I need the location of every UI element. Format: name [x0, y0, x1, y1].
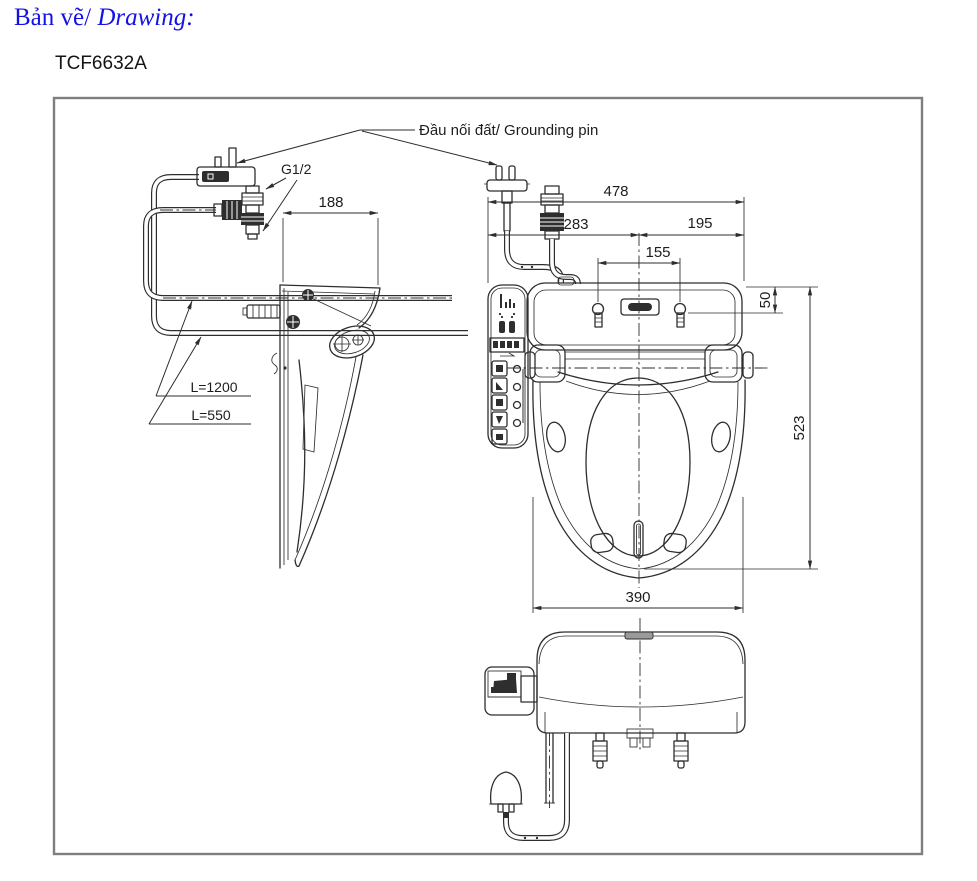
left-to-center-dim: 283 — [563, 216, 588, 233]
model-number: TCF6632A — [55, 53, 147, 74]
hose-connector-right — [673, 732, 689, 769]
dimension-283: 283 — [487, 216, 640, 238]
remote-control — [487, 284, 529, 449]
dimension-478: 478 — [487, 183, 745, 283]
spray-nozzle-icon — [498, 312, 516, 333]
dimension-523: 523 — [644, 286, 818, 570]
dimension-188: 188 — [282, 194, 379, 285]
bolt-spacing-dim: 155 — [645, 244, 670, 261]
bolt-offset-dim: 50 — [757, 292, 774, 309]
mounting-bolt-left — [591, 302, 605, 328]
hose-length-label: L=1200 — [190, 379, 237, 395]
grounding-pin-label: Đầu nối đất/ Grounding pin — [419, 122, 598, 139]
cord-length-label: L=550 — [191, 407, 231, 423]
top-view: 478 283 195 155 50 523 390 — [484, 165, 818, 613]
seat-unit-top — [524, 276, 754, 579]
side-pod-front — [484, 666, 538, 716]
power-plug-side — [196, 147, 256, 187]
power-cord-front — [503, 733, 570, 841]
signal-icon — [500, 294, 515, 308]
title-english: Drawing: — [97, 4, 195, 31]
mounting-bolt-right — [673, 302, 687, 328]
thread-size-label: G1/2 — [281, 161, 312, 177]
hose-length-callouts: L=1200 L=550 — [148, 300, 251, 425]
grounding-pin-callout: Đầu nối đất/ Grounding pin — [236, 122, 598, 166]
thread-size-callout: G1/2 — [262, 161, 312, 232]
dimension-390: 390 — [532, 497, 744, 613]
front-view — [484, 618, 746, 841]
unit-body-side — [242, 284, 381, 569]
dimension-155: 155 — [597, 244, 681, 302]
top-width-dim: 478 — [603, 183, 628, 200]
dimension-195: 195 — [638, 215, 745, 238]
center-bracket — [626, 728, 654, 748]
seat-width-dim: 390 — [625, 589, 650, 606]
overall-depth-dim: 523 — [791, 415, 808, 440]
water-valve-side — [213, 185, 264, 240]
side-view: G1/2 — [143, 147, 468, 569]
side-depth-dim: 188 — [318, 194, 343, 211]
power-plug-front — [489, 771, 523, 818]
unit-body-front — [536, 631, 746, 734]
center-to-right-dim: 195 — [687, 215, 712, 232]
hose-connector-left — [592, 732, 608, 769]
remote-display — [489, 337, 525, 357]
page-title: Bản vẽ/ Drawing: — [14, 4, 195, 32]
title-vietnamese: Bản vẽ/ — [14, 4, 92, 31]
dimension-50: 50 — [688, 286, 818, 314]
water-hose-front — [544, 732, 555, 808]
remote-buttons[interactable] — [491, 360, 524, 445]
